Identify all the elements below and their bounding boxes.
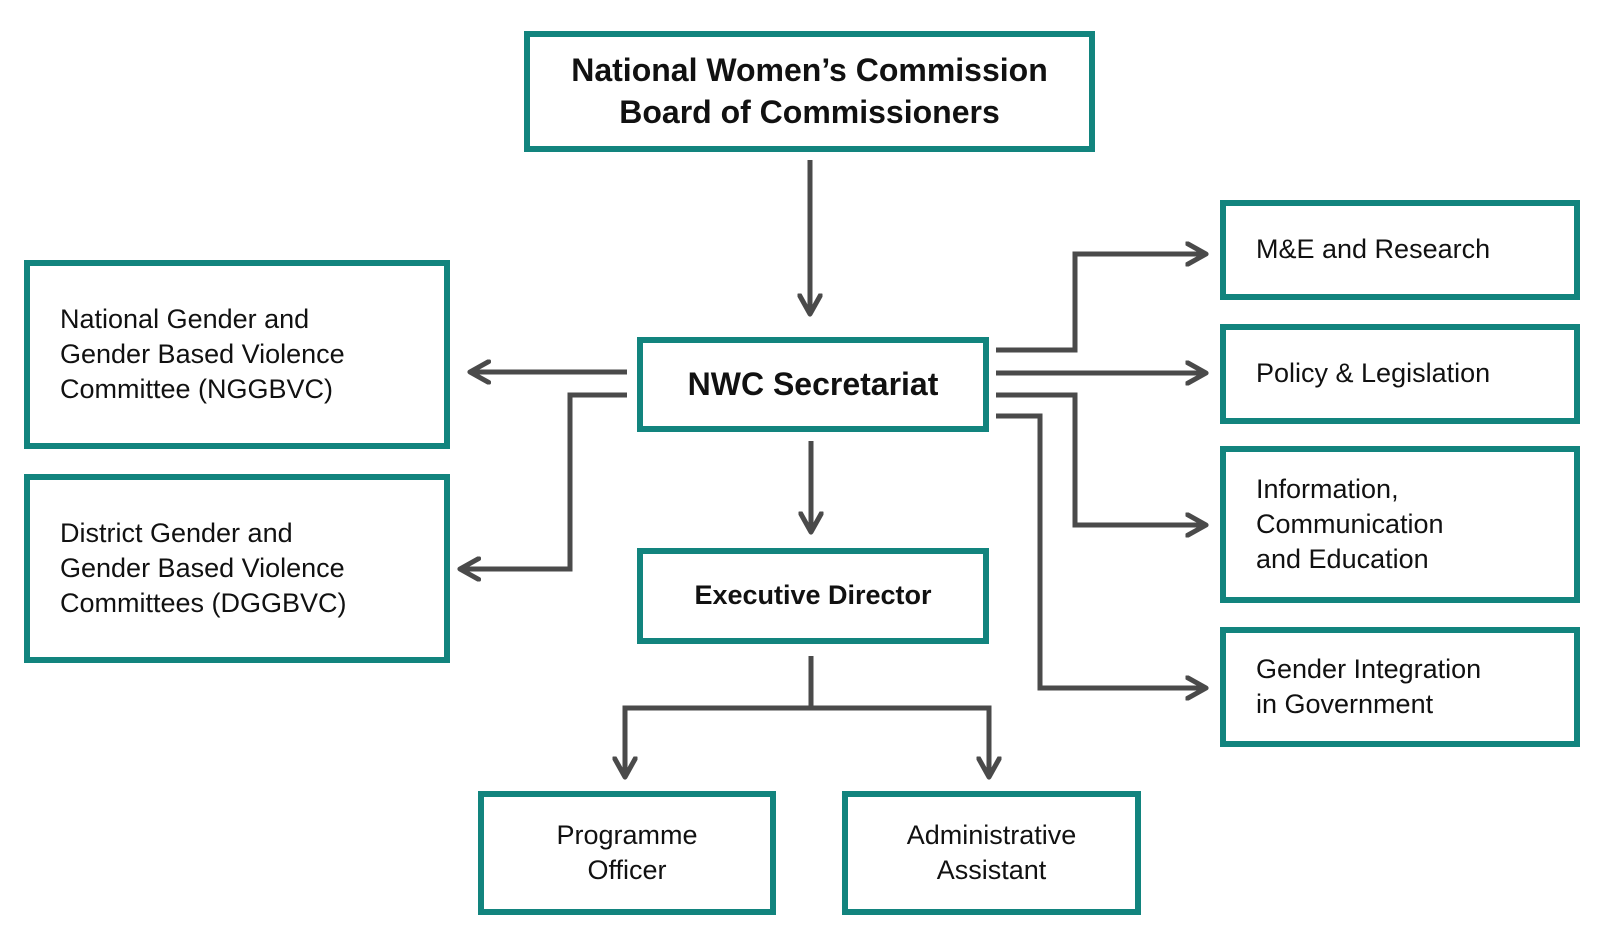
executive-director-box: Executive Director (637, 548, 989, 644)
programme-officer-box: Programme Officer (478, 791, 776, 915)
connector-secretariat-gig (996, 413, 1204, 688)
administrative-assistant-box: Administrative Assistant (842, 791, 1141, 915)
gender-integration-label: Gender Integration in Government (1256, 653, 1482, 719)
nggbvc-box: National Gender and Gender Based Violenc… (24, 260, 450, 449)
gender-integration-box: Gender Integration in Government (1220, 627, 1580, 747)
administrative-assistant-label: Administrative Assistant (906, 819, 1077, 885)
iec-box: Information, Communication and Education (1220, 446, 1580, 603)
nwc-secretariat-label: NWC Secretariat (687, 365, 939, 402)
nggbvc-label: National Gender and Gender Based Violenc… (60, 303, 345, 405)
me-research-box: M&E and Research (1220, 200, 1580, 300)
connector-exec-aa (811, 705, 989, 775)
connector-exec-po (625, 705, 811, 775)
executive-director-label: Executive Director (694, 580, 932, 611)
connector-secretariat-me (996, 254, 1204, 353)
nwc-secretariat-box: NWC Secretariat (637, 337, 989, 432)
me-research-label: M&E and Research (1256, 234, 1491, 265)
policy-legislation-box: Policy & Legislation (1220, 324, 1580, 424)
connector-secretariat-dggbvc (462, 392, 627, 569)
policy-legislation-label: Policy & Legislation (1256, 358, 1491, 389)
board-of-commissioners-box: National Women’s Commission Board of Com… (524, 31, 1095, 152)
dggbvc-box: District Gender and Gender Based Violenc… (24, 474, 450, 663)
dggbvc-label: District Gender and Gender Based Violenc… (60, 517, 347, 619)
programme-officer-label: Programme Officer (556, 819, 698, 885)
iec-label: Information, Communication and Education (1256, 473, 1444, 575)
board-of-commissioners-label: National Women’s Commission Board of Com… (571, 51, 1048, 130)
connector-secretariat-iec (996, 392, 1204, 525)
